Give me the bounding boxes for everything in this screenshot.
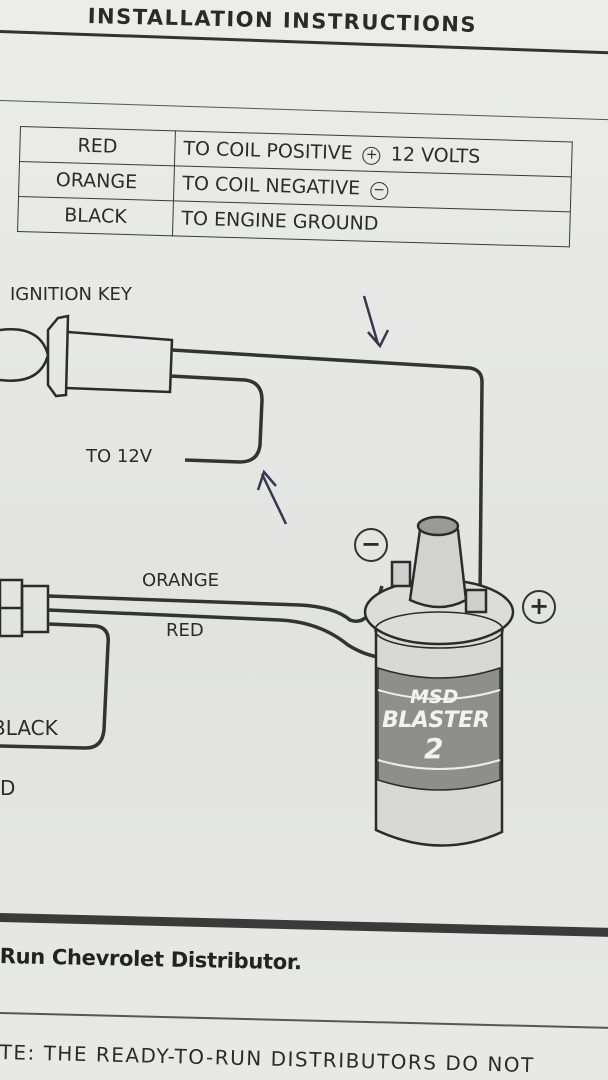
ignition-coil <box>363 515 515 847</box>
distributor-connector <box>0 578 50 638</box>
ignition-switch <box>0 314 174 398</box>
red-wire-label: RED <box>166 620 204 641</box>
black-wire-label: BLACK <box>0 716 58 740</box>
to-12v-wire <box>169 374 264 464</box>
orange-wire-label: ORANGE <box>142 570 220 591</box>
coil-number-label: 2 <box>424 732 444 765</box>
black-wire <box>0 622 110 750</box>
positive-terminal-icon: + <box>522 590 556 624</box>
coil-model-label: BLASTER <box>382 708 490 733</box>
marker-arrow-middle <box>256 469 288 525</box>
negative-terminal-icon: − <box>354 528 388 562</box>
switch-to-coil-wire <box>171 348 484 599</box>
ground-label: D <box>0 776 16 800</box>
coil-brand-label: MSD <box>410 686 459 708</box>
to-12v-label: TO 12V <box>86 446 153 467</box>
ignition-key-label: IGNITION KEY <box>10 284 132 305</box>
marker-arrow-top <box>362 295 390 349</box>
